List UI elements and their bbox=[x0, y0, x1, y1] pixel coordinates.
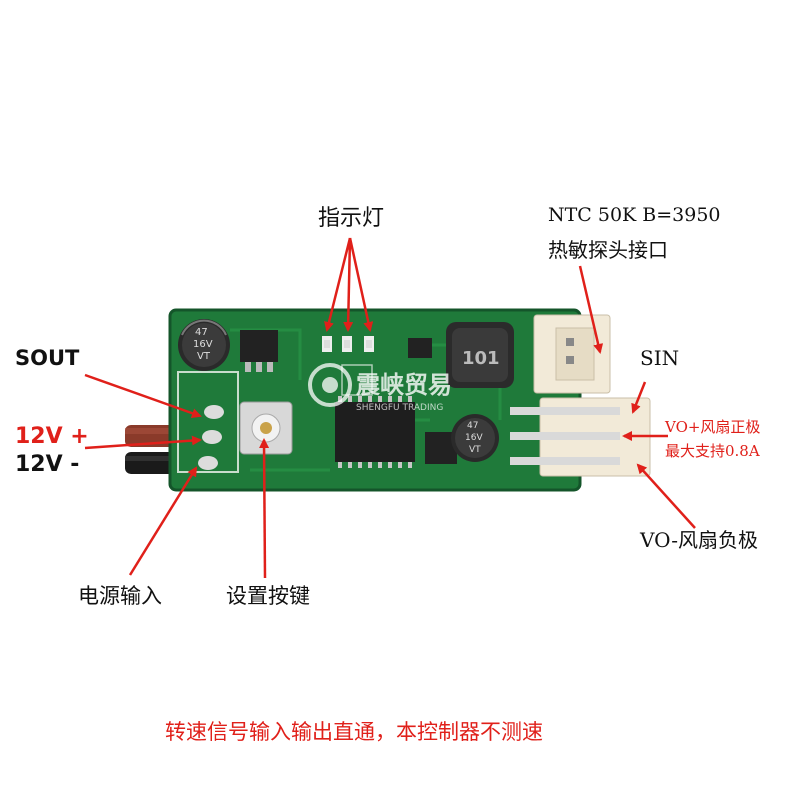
arrow-set-button bbox=[259, 438, 270, 579]
label-sout: SOUT bbox=[15, 346, 80, 370]
arrow-vo-neg bbox=[636, 463, 696, 529]
arrow-sout bbox=[84, 373, 202, 419]
label-12v-positive: 12V + bbox=[15, 424, 89, 449]
label-ntc-spec: NTC 50K B=3950 bbox=[548, 204, 721, 226]
label-power-input: 电源输入 bbox=[78, 584, 162, 608]
arrow-led-1 bbox=[324, 237, 352, 332]
regulator-ic bbox=[240, 330, 278, 372]
cap1-voltage: 16V bbox=[193, 339, 213, 350]
arrow-ntc bbox=[578, 265, 604, 354]
cap2-voltage: 16V bbox=[465, 433, 483, 443]
label-vo-positive: VO+风扇正极 bbox=[665, 418, 761, 436]
indicator-leds bbox=[322, 336, 374, 352]
label-indicator-led: 指示灯 bbox=[318, 206, 385, 231]
solder-pads bbox=[198, 405, 224, 470]
arrow-power-input bbox=[128, 466, 198, 576]
cap1-value: 47 bbox=[195, 327, 208, 338]
inductor-marking: 101 bbox=[462, 348, 500, 369]
watermark-cn: 震峡贸易 bbox=[356, 371, 452, 399]
arrow-led-3 bbox=[348, 237, 374, 332]
arrow-sin bbox=[631, 381, 647, 414]
arrow-12v-pos bbox=[84, 435, 202, 450]
arrow-led-2 bbox=[343, 237, 354, 332]
footer-note: 转速信号输入输出直通，本控制器不测速 bbox=[165, 720, 543, 744]
cap2-series: VT bbox=[469, 445, 481, 455]
annotation-arrows bbox=[84, 237, 696, 579]
capacitor-2 bbox=[451, 414, 499, 462]
capacitor-1 bbox=[178, 319, 230, 371]
label-set-button: 设置按键 bbox=[226, 584, 310, 608]
label-vo-negative: VO-风扇负极 bbox=[640, 528, 758, 552]
main-ic bbox=[335, 396, 415, 468]
inductor bbox=[446, 322, 514, 388]
cap1-series: VT bbox=[197, 351, 211, 362]
transistor bbox=[408, 338, 432, 358]
watermark bbox=[308, 363, 352, 407]
ntc-connector bbox=[533, 314, 611, 394]
label-sin: SIN bbox=[640, 346, 680, 370]
set-button bbox=[239, 401, 293, 455]
watermark-en: SHENGFU TRADING bbox=[356, 403, 443, 413]
label-ntc-port: 热敏探头接口 bbox=[548, 238, 668, 262]
label-12v-negative: 12V - bbox=[15, 452, 80, 477]
label-vo-max-current: 最大支持0.8A bbox=[665, 442, 760, 460]
cap2-value: 47 bbox=[467, 421, 478, 431]
